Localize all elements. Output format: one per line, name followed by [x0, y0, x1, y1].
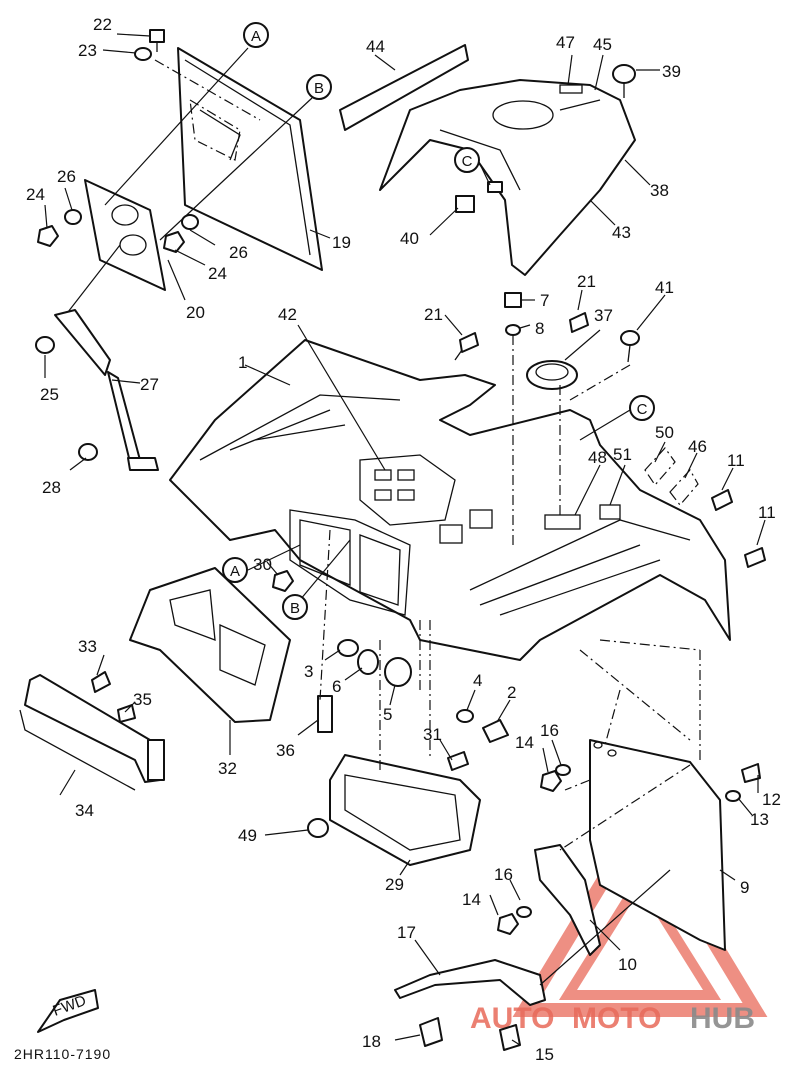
part-label: 32	[218, 759, 237, 778]
bolts-bezel	[91, 570, 294, 723]
fwd-arrow-icon: FWD	[37, 989, 99, 1033]
part-label: 36	[276, 741, 295, 760]
part-label: 33	[78, 637, 97, 656]
part-label: 19	[332, 233, 351, 252]
part-label: 15	[535, 1045, 554, 1064]
part-label: 31	[423, 725, 442, 744]
callout-b-top: B	[314, 80, 324, 97]
watermark-moto: MOTO	[572, 1002, 661, 1035]
part-label: 9	[740, 878, 749, 897]
part-label: 49	[238, 826, 257, 845]
part-label: 3	[304, 662, 313, 681]
part-label: 46	[688, 437, 707, 456]
part-label: 35	[133, 690, 152, 709]
part-9-panel	[589, 739, 761, 951]
watermark-hub: HUB	[690, 1002, 755, 1035]
part-label: 38	[650, 181, 669, 200]
part-label: 20	[186, 303, 205, 322]
part-label: 30	[253, 555, 272, 574]
part-label: 26	[229, 243, 248, 262]
part-label: 27	[140, 375, 159, 394]
decals-50-46	[644, 447, 699, 506]
part-label: 11	[727, 451, 745, 470]
part-label: 47	[556, 33, 575, 52]
part-label: 51	[613, 445, 632, 464]
part-label: 1	[238, 353, 247, 372]
part-label: 21	[424, 305, 443, 324]
part-label: 44	[366, 37, 385, 56]
part-10-bracket	[534, 844, 601, 956]
part-44-strip	[339, 44, 469, 131]
part-19-panel	[177, 47, 323, 271]
part-label: 37	[594, 306, 613, 325]
callout-b-mid: B	[290, 600, 300, 617]
part-number-labels: 22 23 26 24 25 27 28 19 20 26 24 44 47 4…	[26, 15, 781, 1064]
part-20-plate	[84, 179, 166, 291]
part-label: 4	[473, 671, 482, 690]
callout-a-mid: A	[230, 563, 240, 580]
part-label: 43	[612, 223, 631, 242]
part-label: 21	[577, 272, 596, 291]
part-29-headlight	[307, 751, 481, 866]
part-label: 23	[78, 41, 97, 60]
part-label: 48	[588, 448, 607, 467]
part-label: 13	[750, 810, 769, 829]
part-label: 24	[26, 185, 45, 204]
part-label: 34	[75, 801, 94, 820]
part-17-stay	[394, 959, 546, 1051]
part-label: 42	[278, 305, 297, 324]
part-label: 8	[535, 319, 544, 338]
part-34-guard	[19, 674, 165, 791]
part-32-bezel	[129, 567, 291, 723]
part-label: 39	[662, 62, 681, 81]
bolts-upper	[454, 292, 766, 568]
callout-c-mid: C	[637, 401, 648, 418]
callout-markers: A B C C A B	[222, 22, 655, 620]
part-label: 12	[762, 790, 781, 809]
part-1-front-fender	[169, 339, 731, 661]
part-39-screw	[612, 64, 636, 98]
part-label: 2	[507, 683, 516, 702]
part-label: 45	[593, 35, 612, 54]
drawing-code: 2HR110-7190	[14, 1046, 111, 1062]
grommets-center	[317, 639, 509, 743]
callout-a-top: A	[251, 28, 261, 45]
part-label: 5	[383, 705, 392, 724]
part-label: 29	[385, 875, 404, 894]
part-label: 14	[515, 733, 534, 752]
part-label: 6	[332, 677, 341, 696]
nuts-14-16	[497, 764, 571, 935]
part-label: 16	[540, 721, 559, 740]
part-label: 50	[655, 423, 674, 442]
part-label: 11	[758, 503, 776, 522]
part-label: 25	[40, 385, 59, 404]
part-label: 40	[400, 229, 419, 248]
part-label: 22	[93, 15, 112, 34]
part-38-cover	[379, 79, 636, 276]
part-label: 24	[208, 264, 227, 283]
part-label: 28	[42, 478, 61, 497]
part-40-clip	[455, 181, 503, 213]
part-label: 16	[494, 865, 513, 884]
part-label: 14	[462, 890, 481, 909]
part-label: 17	[397, 923, 416, 942]
part-27-bracket	[35, 309, 159, 471]
small-fasteners-left	[37, 29, 199, 253]
part-label: 41	[655, 278, 674, 297]
part-label: 10	[618, 955, 637, 974]
part-label: 7	[540, 291, 549, 310]
part-label: 18	[362, 1032, 381, 1051]
callout-c-top: C	[462, 153, 473, 170]
part-label: 26	[57, 167, 76, 186]
leader-lines	[44, 33, 766, 1046]
